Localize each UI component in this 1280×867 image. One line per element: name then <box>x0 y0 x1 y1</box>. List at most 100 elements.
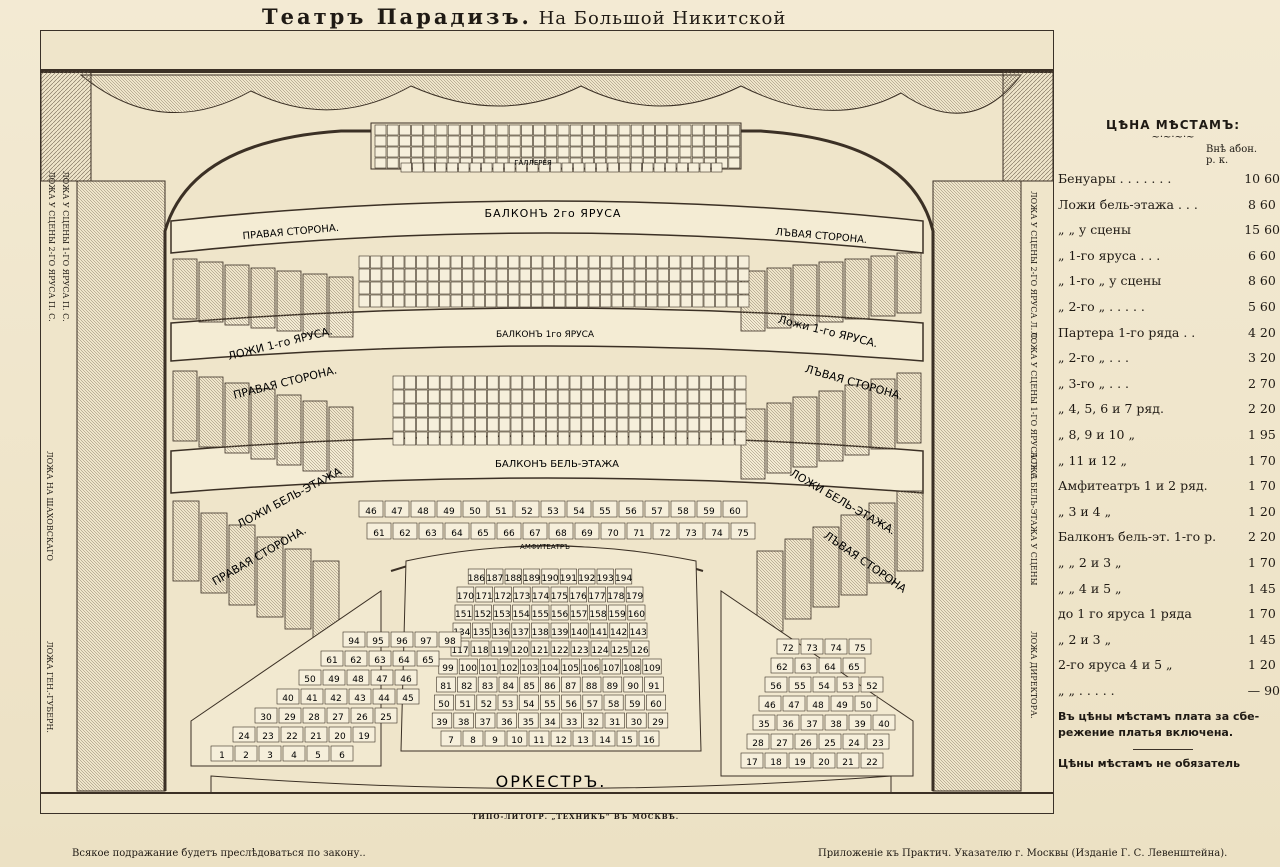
parterre-seat-number: 123 <box>571 646 588 656</box>
parterre-seat-cell <box>604 712 625 729</box>
tier-seat-cell <box>416 375 428 390</box>
tier-seat-cell <box>605 417 617 432</box>
parterre-seat-number: 101 <box>480 664 497 674</box>
tier-seat-cell <box>522 375 534 390</box>
amphitheatre-seat-number: 75 <box>737 529 748 539</box>
tier-seat-cell <box>473 268 485 282</box>
right-stall-seat-cell <box>776 638 800 655</box>
gallery-seat-cell <box>460 124 472 136</box>
tier-seat-cell <box>487 375 499 390</box>
parterre-seat-cell <box>473 604 492 621</box>
gallery-seat-cell <box>630 124 643 136</box>
parterre-seat-number: 194 <box>615 574 632 584</box>
gallery-seat-cell <box>704 146 716 158</box>
amphitheatre-seat-cell <box>540 500 566 518</box>
tier-seat-cell <box>569 417 582 432</box>
right-stall-seat-cell <box>758 695 782 712</box>
left-stall-seat-number: 5 <box>315 751 321 761</box>
side-label-right-2: ЛОЖА У СЦЕНЫ 1-ГО ЯРУСА Л. С. <box>1029 331 1038 482</box>
parterre-seat-number: 82 <box>461 682 472 692</box>
footer-publisher: Приложенiе къ Практич. Указателю г. Моск… <box>818 848 1228 859</box>
right-stall-seat-cell <box>830 695 854 712</box>
tier-seat-cell <box>588 255 600 269</box>
gallery-seat-cell <box>508 135 521 147</box>
left-stall-seat-number: 97 <box>420 637 431 647</box>
tier-seat-cell <box>519 255 531 269</box>
tier-seat-cell <box>463 389 475 404</box>
tier-seat-cell <box>664 431 676 446</box>
tier-seat-cell <box>546 417 558 432</box>
tier-seat-cell <box>734 403 747 418</box>
right-stall-seat-number: 53 <box>842 682 853 692</box>
tier-seat-cell <box>561 162 573 173</box>
gallery-seat-cell <box>679 124 692 136</box>
box-bel-right <box>250 388 276 460</box>
tier-seat-cell <box>550 162 562 173</box>
tier-seat-cell <box>640 375 652 390</box>
gallery-seat-cell <box>667 146 680 158</box>
parterre-seat-number: 9 <box>492 736 498 746</box>
left-stall-seat-number: 49 <box>328 675 340 685</box>
right-stall-seat-number: 62 <box>776 663 787 673</box>
parterre-seat-cell <box>477 676 498 693</box>
tier-seat-cell <box>593 403 605 418</box>
tier-seat-cell <box>628 417 641 432</box>
parterre-seat-number: 103 <box>521 664 538 674</box>
gallery-seat-cell <box>399 135 411 147</box>
parterre-seat-number: 102 <box>501 664 518 674</box>
tier-seat-cell <box>738 294 750 308</box>
left-stall-seat-number: 44 <box>378 694 390 704</box>
tier-seat-cell <box>358 268 370 282</box>
tier-seat-cell <box>703 281 715 295</box>
amphitheatre-seat-cell <box>496 522 522 540</box>
tier-seat-cell <box>393 255 405 269</box>
tier-seat-cell <box>634 281 646 295</box>
right-stall-seat-number: 39 <box>854 720 866 730</box>
tier-seat-cell <box>581 375 593 390</box>
price-row: Ложи бель-этажа . . .8 60 <box>1058 192 1280 218</box>
tier-seat-cell <box>439 294 451 308</box>
price-row: „ „ 2 и 3 „1 70 <box>1058 550 1280 576</box>
parterre-seat-cell <box>484 730 506 747</box>
gallery-seat-cell <box>716 124 728 136</box>
parterre-seat-cell <box>491 622 511 639</box>
tier-seat-cell <box>634 255 646 269</box>
tier-seat-cell <box>475 375 487 390</box>
parterre-seat-number: 10 <box>511 736 523 746</box>
page-title: Театръ Парадизъ. На Большой Никитской <box>262 4 786 29</box>
parterre-seat-number: 30 <box>631 718 643 728</box>
parterre-seat-number: 12 <box>555 736 566 746</box>
tier-seat-cell <box>687 389 700 404</box>
tier-seat-cell <box>428 403 440 418</box>
price-row: „ 11 и 12 „1 70 <box>1058 448 1280 474</box>
amphitheatre-seat-number: 61 <box>373 529 384 539</box>
tier-seat-cell <box>623 294 635 308</box>
parterre-seat-number: 14 <box>599 736 611 746</box>
gallery-seat-cell <box>557 135 570 147</box>
left-pillar-top <box>41 70 92 182</box>
price-row-label: „ 11 и 12 „ <box>1058 452 1127 468</box>
price-row-label: 2-го яруса 4 и 5 „ <box>1058 657 1173 673</box>
tier-seat-cell <box>628 375 641 390</box>
tier-seat-cell <box>657 294 669 308</box>
box-bel-right <box>302 400 328 472</box>
parterre-seat-number: 11 <box>533 736 544 746</box>
tier-seat-cell <box>652 389 664 404</box>
right-stall-seat-cell <box>872 714 896 731</box>
box-benoir-right <box>200 512 228 594</box>
tier-seat-cell <box>628 403 641 418</box>
amphitheatre-seat-cell <box>566 500 592 518</box>
tier-seat-cell <box>381 294 393 308</box>
box-tier1-left <box>870 255 896 317</box>
right-stall-seat-cell <box>818 733 842 750</box>
parterre-seat-cell <box>458 658 478 675</box>
tier-seat-cell <box>657 255 669 269</box>
price-row-label: Балконъ бель-эт. 1-го р. <box>1058 529 1217 545</box>
amphitheatre-seat-number: 56 <box>625 507 637 517</box>
parterre-seat-number: 54 <box>523 700 535 710</box>
tier-seat-cell <box>542 294 554 308</box>
tier-seat-cell <box>703 294 715 308</box>
